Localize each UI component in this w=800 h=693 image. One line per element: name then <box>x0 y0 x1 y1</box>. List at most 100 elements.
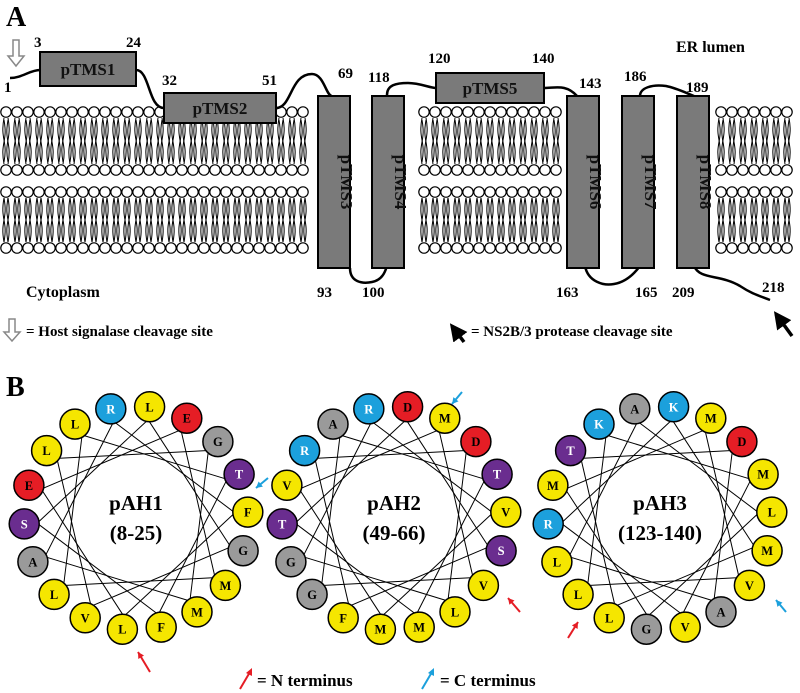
lipid-head <box>275 164 287 176</box>
lipid-head <box>517 164 529 176</box>
lipid-head <box>264 242 276 254</box>
helix-connector <box>321 577 474 586</box>
lipid-head <box>165 164 177 176</box>
residue-circle <box>657 391 690 423</box>
residue-circle <box>271 469 303 502</box>
lipid-head <box>198 242 210 254</box>
lipid-head <box>143 106 155 118</box>
residue-number: 143 <box>579 76 602 92</box>
helix-connector <box>560 419 673 524</box>
lipid-head <box>473 164 485 176</box>
residue-letter: E <box>25 479 33 493</box>
residue-letter: D <box>403 400 412 414</box>
residue-letter: L <box>145 400 153 414</box>
lipid-head <box>737 164 749 176</box>
helix-name: pAH2 <box>367 491 421 515</box>
lipid-head <box>88 186 100 198</box>
lipid-head <box>33 164 45 176</box>
ptms4-label: pTMS4 <box>391 155 410 210</box>
lipid-head <box>99 242 111 254</box>
lipid-head <box>33 186 45 198</box>
residue-letter: R <box>544 517 554 531</box>
helix-connector <box>147 419 232 548</box>
helix-name: pAH1 <box>109 491 163 515</box>
ptms6-label: pTMS6 <box>586 155 605 210</box>
lipid-head <box>528 106 540 118</box>
residue-letter: L <box>553 555 561 569</box>
lipid-head <box>451 164 463 176</box>
lipid-head <box>132 242 144 254</box>
signalase-legend: = Host signalase cleavage site <box>26 324 213 340</box>
lipid-head <box>66 164 78 176</box>
lipid-head <box>297 186 309 198</box>
lipid-head <box>770 242 782 254</box>
residue-circle <box>439 596 471 628</box>
lipid-head <box>44 242 56 254</box>
residue-number: 218 <box>762 280 785 296</box>
lipid-head <box>66 106 78 118</box>
helix-connector <box>36 419 149 524</box>
lipid-head <box>253 164 265 176</box>
helix-connector <box>438 429 474 578</box>
helix-connector <box>40 488 125 617</box>
helix-connector <box>314 450 467 459</box>
residue-circle <box>460 425 492 458</box>
lipid-head <box>110 186 122 198</box>
helix-connector <box>415 479 486 615</box>
helix-connector <box>44 421 115 557</box>
lipid-head <box>132 186 144 198</box>
polypeptide-chain <box>9 68 771 302</box>
lipid-head <box>550 186 562 198</box>
lipid-head <box>484 164 496 176</box>
c-terminus-arrow-icon <box>775 599 787 613</box>
lipid-head <box>220 242 232 254</box>
helix-range: (49-66) <box>363 521 426 545</box>
lipid-head <box>11 242 23 254</box>
residue-number: 209 <box>672 285 695 301</box>
residue-letter: T <box>566 444 575 458</box>
lipid-head <box>462 106 474 118</box>
lipid-head <box>121 106 133 118</box>
protease-legend: = NS2B/3 protease cleavage site <box>471 324 673 340</box>
residue-number: 93 <box>317 285 332 301</box>
residue-circle <box>275 546 307 578</box>
helix-connector <box>123 512 236 617</box>
lipid-head <box>495 186 507 198</box>
residue-number: 140 <box>532 51 555 67</box>
lipid-head <box>286 106 298 118</box>
ptms8-label: pTMS8 <box>696 155 715 210</box>
lipid-head <box>242 242 254 254</box>
ptms1-label: pTMS1 <box>61 60 116 79</box>
lipid-head <box>715 164 727 176</box>
residue-number: 118 <box>368 70 390 86</box>
lipid-head <box>99 106 111 118</box>
lipid-head <box>737 242 749 254</box>
lipid-head <box>506 186 518 198</box>
lipid-head <box>506 164 518 176</box>
residue-circle <box>95 393 127 425</box>
residue-letter: M <box>547 479 559 493</box>
residue-letter: V <box>681 621 690 635</box>
lipid-head <box>418 106 430 118</box>
lipid-head <box>55 164 67 176</box>
lipid-head <box>11 106 23 118</box>
lipid-head <box>748 242 760 254</box>
lipid-head <box>99 164 111 176</box>
lipid-head <box>154 242 166 254</box>
residue-letter: V <box>479 579 488 593</box>
residue-circle <box>317 408 349 440</box>
lipid-head <box>143 164 155 176</box>
lipid-head <box>726 164 738 176</box>
residue-circle <box>69 602 101 634</box>
residue-circle <box>532 508 564 540</box>
lipid-head <box>88 242 100 254</box>
lipid-head <box>748 164 760 176</box>
residue-circle <box>391 391 424 423</box>
residue-letter: V <box>282 479 291 493</box>
residue-letter: L <box>768 506 776 520</box>
lipid-head <box>187 242 199 254</box>
ptms2-box <box>163 92 277 124</box>
